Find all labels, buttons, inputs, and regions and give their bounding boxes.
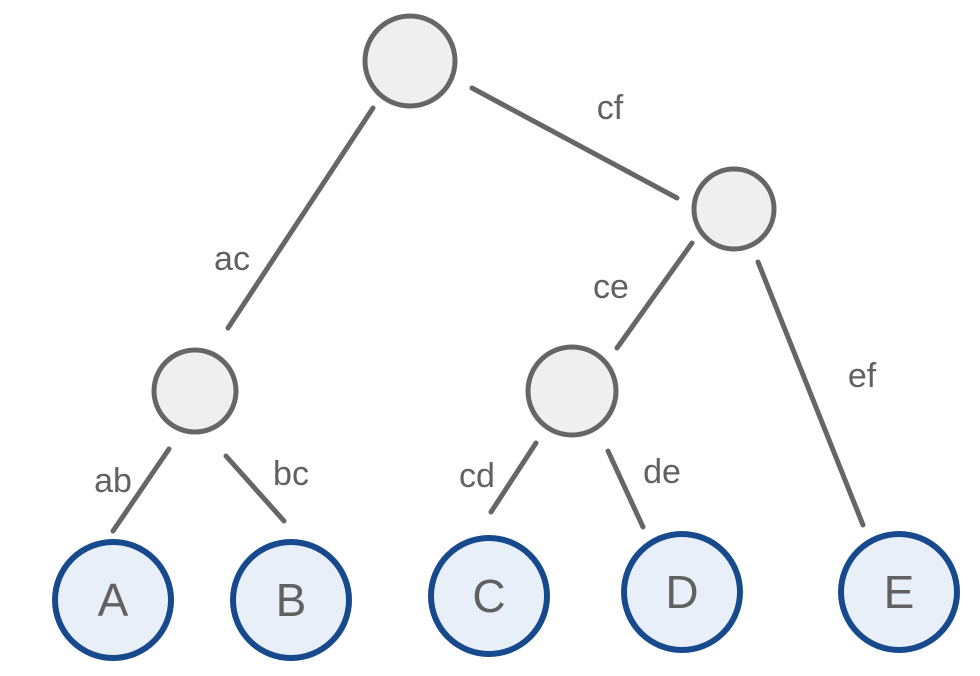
edge-cd bbox=[488, 440, 539, 515]
edge-ef bbox=[755, 259, 866, 528]
internal-node-right bbox=[691, 166, 777, 252]
leaf-node-D bbox=[621, 531, 743, 653]
edge-ce bbox=[614, 240, 695, 351]
leaf-node-C bbox=[428, 535, 550, 657]
leaf-node-A bbox=[52, 539, 174, 661]
internal-node-root bbox=[362, 13, 458, 109]
edge-ab bbox=[110, 446, 172, 534]
edge-label-cf: cf bbox=[597, 89, 624, 127]
leaf-label-C: C bbox=[472, 570, 505, 622]
edge-label-ce: ce bbox=[593, 268, 629, 306]
edge-ac bbox=[225, 105, 376, 331]
leaf-label-E: E bbox=[884, 566, 915, 618]
edge-label-bc: bc bbox=[273, 455, 309, 493]
edge-label-ab: ab bbox=[94, 462, 132, 500]
leaf-label-B: B bbox=[276, 574, 307, 626]
edge-label-de: de bbox=[643, 453, 681, 491]
edge-label-cd: cd bbox=[459, 457, 495, 495]
internal-node-mid bbox=[525, 344, 619, 438]
leaf-label-D: D bbox=[665, 566, 698, 618]
leaf-label-A: A bbox=[98, 574, 129, 626]
edge-label-ac: ac bbox=[214, 240, 250, 278]
edge-label-ef: ef bbox=[848, 357, 877, 395]
edge-cf bbox=[469, 85, 680, 201]
edge-de bbox=[605, 448, 646, 530]
internal-node-left bbox=[151, 347, 239, 435]
edge-bc bbox=[223, 453, 287, 524]
leaf-node-B bbox=[230, 539, 352, 661]
leaf-node-E bbox=[838, 531, 960, 653]
